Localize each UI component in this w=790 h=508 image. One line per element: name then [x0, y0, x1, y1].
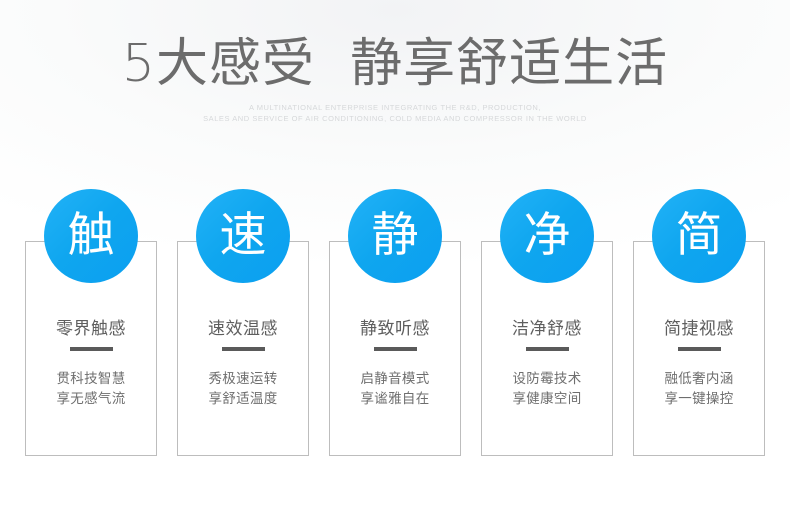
card-body-line-3b: 享谧雅自在: [360, 391, 430, 407]
card-heading-3: 静致听感: [360, 319, 430, 339]
feature-card-2[interactable]: 速 速效温感 秀极速运转 享舒适温度: [177, 189, 309, 456]
card-heading-5: 简捷视感: [664, 319, 734, 339]
card-divider-4: [525, 347, 569, 351]
subtitle-line-2: SALES AND SERVICE OF AIR CONDITIONING, C…: [203, 114, 587, 123]
badge-char-2: 速: [219, 208, 267, 263]
feature-card-list: 触 零界触感 贯科技智慧 享无感气流 速 速效温感 秀极速运转 享舒适温度 静 …: [25, 189, 765, 456]
card-body-line-4b: 享健康空间: [512, 391, 582, 407]
card-body-line-4a: 设防霉技术: [512, 371, 582, 387]
card-body-line-3a: 启静音模式: [360, 371, 430, 387]
badge-circle-1: 触: [44, 189, 138, 283]
card-divider-5: [677, 347, 721, 351]
badge-circle-2: 速: [196, 189, 290, 283]
badge-circle-3: 静: [348, 189, 442, 283]
badge-char-4: 净: [523, 208, 571, 263]
card-divider-1: [69, 347, 113, 351]
card-body-line-2b: 享舒适温度: [208, 391, 278, 407]
badge-circle-4: 净: [500, 189, 594, 283]
card-body-line-5b: 享一键操控: [664, 391, 734, 407]
card-body-4: 设防霉技术 享健康空间: [513, 369, 582, 409]
badge-char-5: 简: [675, 208, 723, 263]
badge-char-1: 触: [67, 208, 115, 263]
card-body-line-2a: 秀极速运转: [208, 371, 278, 387]
card-body-line-5a: 融低奢内涵: [664, 371, 734, 387]
page-header: 5大感受 静享舒适生活 A MULTINATIONAL ENTERPRISE I…: [0, 0, 790, 124]
card-body-1: 贯科技智慧 享无感气流: [57, 369, 126, 409]
card-divider-2: [221, 347, 265, 351]
page-subtitle: A MULTINATIONAL ENTERPRISE INTEGRATING T…: [0, 102, 790, 124]
badge-circle-5: 简: [652, 189, 746, 283]
card-divider-3: [373, 347, 417, 351]
feature-card-1[interactable]: 触 零界触感 贯科技智慧 享无感气流: [25, 189, 157, 456]
subtitle-line-1: A MULTINATIONAL ENTERPRISE INTEGRATING T…: [248, 103, 542, 112]
badge-char-3: 静: [371, 208, 419, 263]
card-body-line-1b: 享无感气流: [56, 391, 126, 407]
card-body-line-1a: 贯科技智慧: [56, 371, 126, 387]
card-body-3: 启静音模式 享谧雅自在: [361, 369, 430, 409]
feature-card-3[interactable]: 静 静致听感 启静音模式 享谧雅自在: [329, 189, 461, 456]
card-body-5: 融低奢内涵 享一键操控: [665, 369, 734, 409]
card-heading-2: 速效温感: [208, 319, 278, 339]
card-body-2: 秀极速运转 享舒适温度: [209, 369, 278, 409]
feature-card-5[interactable]: 简 简捷视感 融低奢内涵 享一键操控: [633, 189, 765, 456]
card-heading-1: 零界触感: [56, 319, 126, 339]
feature-card-4[interactable]: 净 洁净舒感 设防霉技术 享健康空间: [481, 189, 613, 456]
page-title: 5大感受 静享舒适生活: [121, 34, 669, 94]
card-heading-4: 洁净舒感: [512, 319, 582, 339]
